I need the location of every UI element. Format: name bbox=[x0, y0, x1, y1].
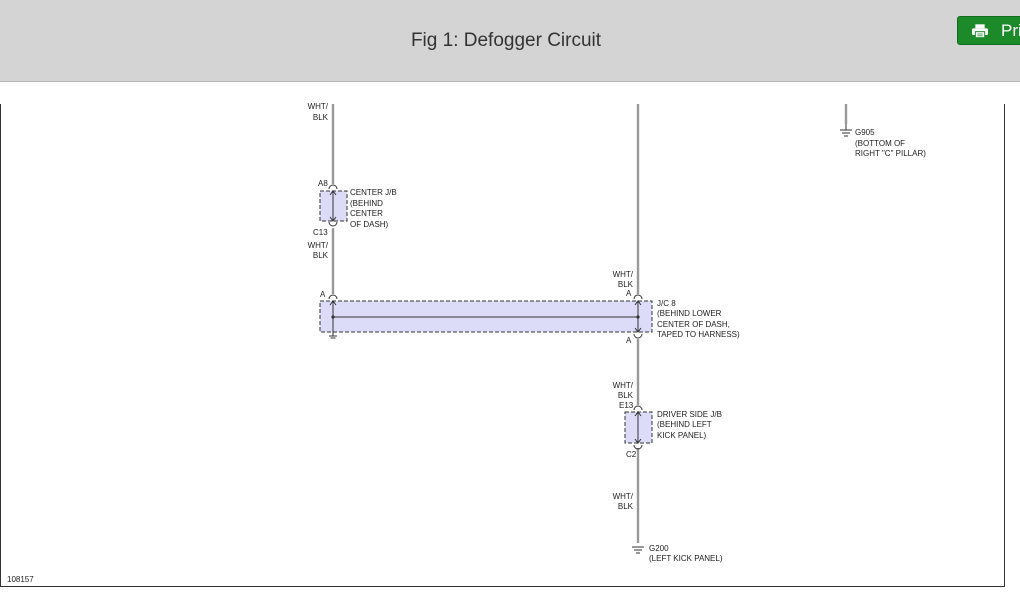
wire-label-top-right-1: WHT/ bbox=[613, 270, 634, 279]
pin-label-c13: C13 bbox=[313, 228, 328, 237]
g905-label-3: RIGHT "C" PILLAR) bbox=[855, 149, 926, 158]
print-button[interactable]: Print bbox=[957, 16, 1020, 45]
g905-label-2: (BOTTOM OF bbox=[855, 139, 905, 148]
pin-label-jc8-right-top: A bbox=[626, 289, 632, 298]
wire-label-top-left-2: BLK bbox=[313, 113, 329, 122]
ground-g905-icon bbox=[840, 124, 852, 137]
wire-label-mid-right-1: WHT/ bbox=[613, 381, 634, 390]
jc8-label-1: J/C 8 bbox=[657, 299, 676, 308]
center-jb-label-1: CENTER J/B bbox=[350, 188, 397, 197]
pin-label-jc8-right-bottom: A bbox=[626, 336, 632, 345]
center-jb bbox=[319, 184, 348, 227]
center-jb-label-4: OF DASH) bbox=[350, 220, 389, 229]
ground-g200-icon bbox=[632, 546, 644, 554]
driver-jb-label-2: (BEHIND LEFT bbox=[657, 420, 712, 429]
wire-label-mid-right-2: BLK bbox=[618, 391, 634, 400]
figure-id: 108157 bbox=[7, 575, 34, 584]
wire-label-low-right-1: WHT/ bbox=[613, 492, 634, 501]
printer-icon bbox=[972, 23, 989, 38]
pin-label-e13: E13 bbox=[619, 401, 634, 410]
pin-label-c2: C2 bbox=[626, 450, 637, 459]
wire-label-mid-left-2: BLK bbox=[313, 251, 329, 260]
g200-label-2: (LEFT KICK PANEL) bbox=[649, 554, 723, 563]
pin-label-a8: A8 bbox=[318, 179, 328, 188]
wire-label-mid-left-1: WHT/ bbox=[308, 241, 329, 250]
wire-label-low-right-2: BLK bbox=[618, 502, 634, 511]
driver-jb-label-3: KICK PANEL) bbox=[657, 431, 707, 440]
jc8-connector bbox=[319, 294, 653, 339]
page-title: Fig 1: Defogger Circuit bbox=[410, 30, 602, 51]
pin-label-jc8-left: A bbox=[320, 290, 326, 299]
wire-label-top-left-1: WHT/ bbox=[308, 102, 329, 111]
center-jb-label-2: (BEHIND bbox=[350, 199, 383, 208]
jc8-label-2: (BEHIND LOWER bbox=[657, 309, 722, 318]
wire-label-top-right-2: BLK bbox=[618, 280, 634, 289]
jc8-label-4: TAPED TO HARNESS) bbox=[657, 330, 740, 339]
center-jb-label-3: CENTER bbox=[350, 209, 383, 218]
driver-side-jb bbox=[624, 405, 653, 450]
header-bar: Fig 1: Defogger Circuit Print bbox=[0, 0, 1020, 82]
g200-label-1: G200 bbox=[649, 544, 669, 553]
g905-label-1: G905 bbox=[855, 128, 875, 137]
jc8-label-3: CENTER OF DASH, bbox=[657, 320, 730, 329]
print-button-label: Print bbox=[1001, 20, 1020, 40]
driver-jb-label-1: DRIVER SIDE J/B bbox=[657, 410, 722, 419]
diagram-frame bbox=[0, 104, 1005, 587]
